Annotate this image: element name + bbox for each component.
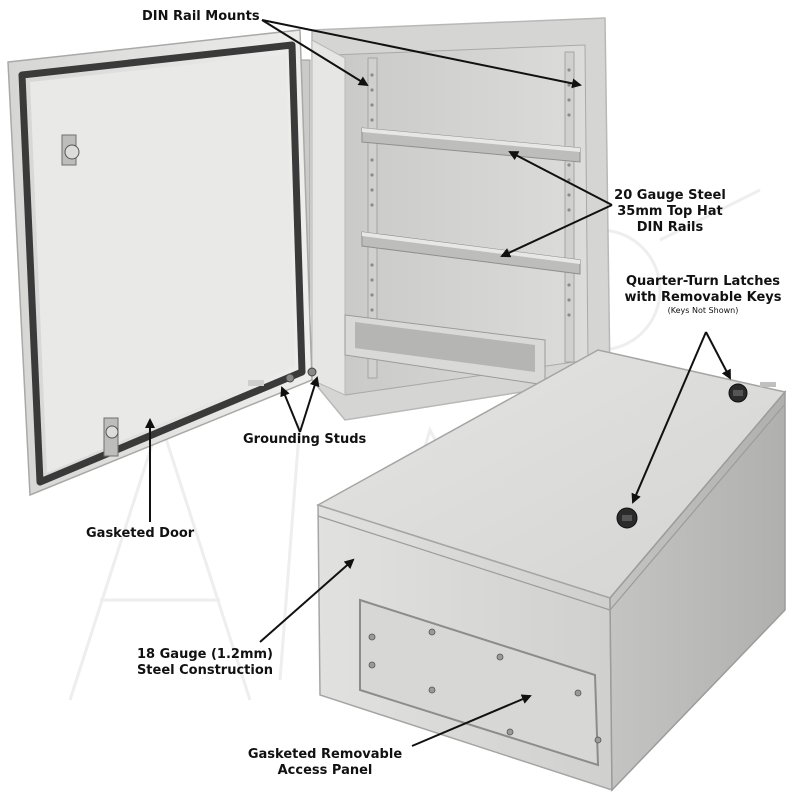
- rail-mount-left: [367, 57, 378, 379]
- callout-access-line1: Gasketed Removable: [247, 747, 403, 762]
- callout-latches-line2: with Removable Keys: [624, 290, 782, 305]
- callout-grounding-studs: Grounding Studs: [243, 432, 367, 447]
- access-panel-screws: [368, 628, 602, 744]
- open-door: [7, 29, 317, 497]
- callout-access-line2: Access Panel: [277, 763, 373, 778]
- callout-latches-note: (Keys Not Shown): [667, 306, 739, 315]
- callout-latches-line1: Quarter-Turn Latches: [625, 274, 781, 289]
- lid-edge: [317, 403, 786, 611]
- access-panel[interactable]: [359, 598, 600, 767]
- callout-din-rails-line3: DIN Rails: [636, 220, 704, 235]
- din-rail-upper-lip: [362, 128, 580, 152]
- grounding-stud-door-icon: [285, 373, 295, 383]
- callout-din-rails-line1: 20 Gauge Steel: [614, 188, 726, 203]
- door-label: [248, 380, 264, 386]
- din-rail-lower-lip: [362, 232, 580, 264]
- door-inner-face: [30, 54, 295, 473]
- open-enclosure: [299, 17, 611, 421]
- brand-label: [760, 382, 776, 387]
- callout-din-rails-line2: 35mm Top Hat: [617, 204, 723, 219]
- callout-arrows: [145, 19, 731, 747]
- closed-enclosure: [316, 349, 787, 792]
- closed-side: [609, 389, 786, 792]
- rail-mount-right: [564, 51, 575, 363]
- callout-steel-line2: Steel Construction: [136, 663, 274, 678]
- latch-knob-upper-icon: [64, 144, 80, 160]
- callout-steel-construction: 18 Gauge (1.2mm) Steel Construction: [120, 647, 290, 679]
- cable-entry-opening: [355, 322, 535, 372]
- callout-din-rails: 20 Gauge Steel 35mm Top Hat DIN Rails: [600, 188, 740, 236]
- callout-gasketed-door: Gasketed Door: [86, 526, 195, 541]
- callout-access-panel: Gasketed Removable Access Panel: [240, 747, 410, 779]
- latch-knob-lower-icon: [105, 425, 119, 439]
- enclosure-interior-wall: [311, 39, 346, 396]
- callout-latches: Quarter-Turn Latches with Removable Keys…: [608, 274, 798, 316]
- grounding-stud-body-icon: [307, 367, 317, 377]
- door-gasket[interactable]: [18, 41, 306, 486]
- callout-steel-line1: 18 Gauge (1.2mm): [137, 647, 273, 662]
- callout-din-rail-mounts: DIN Rail Mounts: [142, 9, 260, 24]
